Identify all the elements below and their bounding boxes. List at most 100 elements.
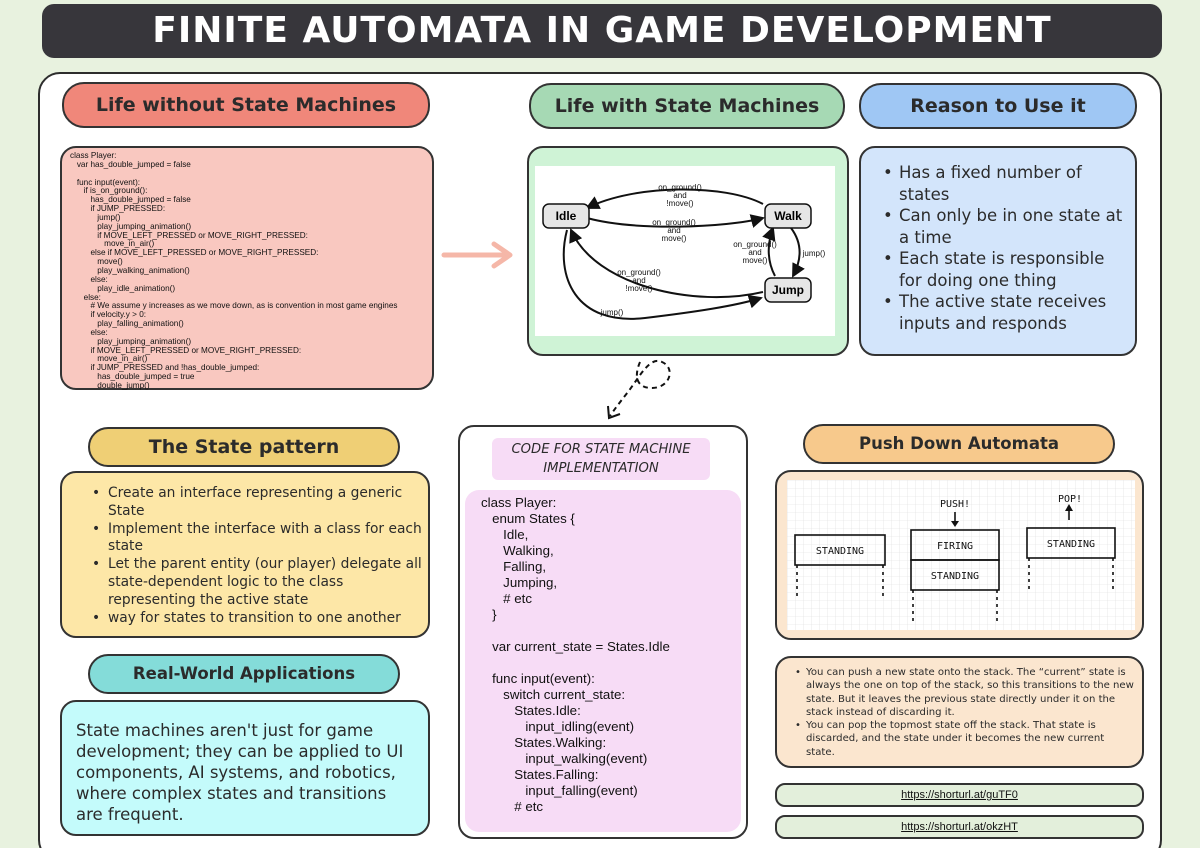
label-idle-to-walk-3: move() — [662, 234, 687, 243]
impl-code-line: input_falling(event) — [481, 783, 638, 798]
impl-code-line: class Player: — [481, 495, 557, 510]
impl-code-line: input_idling(event) — [481, 719, 634, 734]
reason-item: Can only be in one state at a time — [883, 205, 1127, 248]
sketch-grid — [787, 480, 1135, 630]
state-pattern-list: Create an interface representing a gener… — [92, 485, 422, 627]
impl-code-line: States.Falling: — [481, 767, 599, 782]
label-idle-to-walk-1: on_ground() — [652, 218, 696, 227]
label-jump-to-walk-3: move() — [743, 256, 768, 265]
label-jump-to-idle-1: on_ground() — [617, 268, 661, 277]
pop-label: POP! — [1058, 494, 1082, 505]
impl-code-line — [481, 655, 741, 671]
without-code-line: class Player: — [70, 151, 117, 160]
label-jump-to-walk-2: and — [748, 248, 761, 257]
state-pattern-heading: The State pattern — [88, 427, 400, 467]
pda-text-card: You can push a new state onto the stack.… — [775, 656, 1144, 768]
reason-card: Has a fixed number of states Can only be… — [859, 146, 1137, 356]
reason-heading: Reason to Use it — [859, 83, 1137, 129]
pda-item: You can pop the topmost state off the st… — [795, 719, 1136, 759]
without-code-line: else: — [70, 274, 108, 284]
state-walk — [764, 203, 812, 229]
without-code-line: play_jumping_animation() — [70, 221, 192, 231]
reason-item: Each state is responsible for doing one … — [883, 248, 1127, 291]
stack2-firing-label: FIRING — [937, 541, 973, 552]
pda-stack-sketch: STANDING FIRING STANDING STANDING PUSH! … — [787, 480, 1135, 630]
label-idle-to-jump: jump() — [600, 308, 624, 317]
state-jump-label: Jump — [772, 283, 804, 297]
link-okzHT[interactable]: https://shorturl.at/okzHT — [775, 815, 1144, 839]
code-impl-heading: CODE FOR STATE MACHINE IMPLEMENTATION — [492, 438, 710, 480]
stack3-standing-label: STANDING — [1047, 539, 1095, 550]
impl-code-line: Idle, — [481, 527, 529, 542]
impl-code-line: func input(event): — [481, 671, 595, 686]
edge-walk-to-jump — [790, 227, 805, 278]
impl-code-line: enum States { — [481, 511, 575, 526]
impl-code-line: # etc — [481, 799, 544, 814]
label-walk-to-idle-2: and — [673, 191, 686, 200]
label-idle-to-walk-2: and — [667, 226, 680, 235]
label-jump-to-idle-2: and — [632, 276, 645, 285]
impl-code-line: } — [481, 607, 497, 622]
label-walk-to-idle-3: !move() — [666, 199, 693, 208]
without-code-line: play_idle_animation() — [70, 283, 176, 293]
without-code-line: play_jumping_animation() — [70, 336, 192, 346]
without-code-line: # We assume y increases as we move down,… — [70, 301, 398, 311]
realworld-card: State machines aren't just for game deve… — [60, 700, 430, 836]
state-pattern-item: Implement the interface with a class for… — [92, 521, 422, 557]
pop-arrowhead-icon — [1065, 504, 1073, 511]
stack1-standing-box — [794, 534, 886, 566]
code-impl-code: class Player: enum States { Idle, Walkin… — [481, 495, 741, 815]
label-jump-to-idle-3: !move() — [625, 284, 652, 293]
impl-code-line: Falling, — [481, 559, 547, 574]
label-walk-to-idle-1: on_ground() — [658, 183, 702, 192]
reason-item: Has a fixed number of states — [883, 162, 1127, 205]
without-code-line: has_double_jumped = false — [70, 195, 191, 205]
without-code-line: if JUMP_PRESSED and !has_double_jumped: — [70, 363, 260, 373]
without-code-line: else if MOVE_LEFT_PRESSED or MOVE_RIGHT_… — [70, 248, 319, 258]
without-code-line: move() — [70, 257, 123, 267]
state-pattern-card: Create an interface representing a gener… — [60, 471, 430, 638]
state-walk-label: Walk — [774, 209, 802, 223]
without-code: class Player: var has_double_jumped = fa… — [70, 151, 432, 391]
without-code-line: play_falling_animation() — [70, 319, 184, 329]
without-code-line: move_in_air() — [70, 354, 148, 364]
without-code-line: if MOVE_LEFT_PRESSED or MOVE_RIGHT_PRESS… — [70, 230, 308, 240]
without-code-line: jump() — [70, 212, 121, 222]
link-guTF0[interactable]: https://shorturl.at/guTF0 — [775, 783, 1144, 807]
code-impl-box: class Player: enum States { Idle, Walkin… — [465, 490, 741, 832]
state-pattern-item: way for states to transition to one anot… — [92, 610, 422, 628]
impl-code-line: Jumping, — [481, 575, 558, 590]
stack2-standing-box — [910, 559, 1000, 591]
without-code-line: play_walking_animation() — [70, 265, 190, 275]
without-code-line: if MOVE_LEFT_PRESSED or MOVE_RIGHT_PRESS… — [70, 345, 302, 355]
impl-code-line: var current_state = States.Idle — [481, 639, 670, 654]
push-arrowhead-icon — [951, 521, 959, 527]
state-idle — [542, 203, 590, 229]
edge-jump-to-idle — [569, 228, 764, 299]
impl-code-line: # etc — [481, 591, 532, 606]
without-code-line: double_jump() — [70, 380, 150, 390]
impl-code-line: States.Walking: — [481, 735, 607, 750]
impl-code-line — [481, 623, 741, 639]
without-code-line: if JUMP_PRESSED: — [70, 204, 166, 214]
pda-list: You can push a new state onto the stack.… — [795, 666, 1136, 759]
edge-jump-to-walk — [762, 226, 776, 277]
stack1-standing-label: STANDING — [816, 546, 864, 557]
without-code-card: class Player: var has_double_jumped = fa… — [60, 146, 434, 390]
realworld-text: State machines aren't just for game deve… — [76, 721, 404, 824]
with-heading: Life with State Machines — [529, 83, 845, 129]
realworld-heading: Real-World Applications — [88, 654, 400, 694]
state-jump — [764, 277, 812, 303]
state-pattern-item: Create an interface representing a gener… — [92, 485, 422, 521]
state-idle-label: Idle — [556, 209, 577, 223]
without-heading: Life without State Machines — [62, 82, 430, 128]
label-jump-to-walk-1: on_ground() — [733, 240, 777, 249]
stack2-standing-label: STANDING — [931, 571, 979, 582]
edge-idle-to-walk — [586, 214, 765, 228]
without-code-line: has_double_jumped = true — [70, 372, 195, 382]
impl-code-line: Walking, — [481, 543, 554, 558]
reason-item: The active state receives inputs and res… — [883, 291, 1127, 334]
dashed-loop-arrow-icon — [607, 359, 671, 420]
stack3-standing-box — [1026, 527, 1116, 559]
state-diagram: Idle Walk Jump on_ground() and !move() o… — [535, 166, 835, 336]
